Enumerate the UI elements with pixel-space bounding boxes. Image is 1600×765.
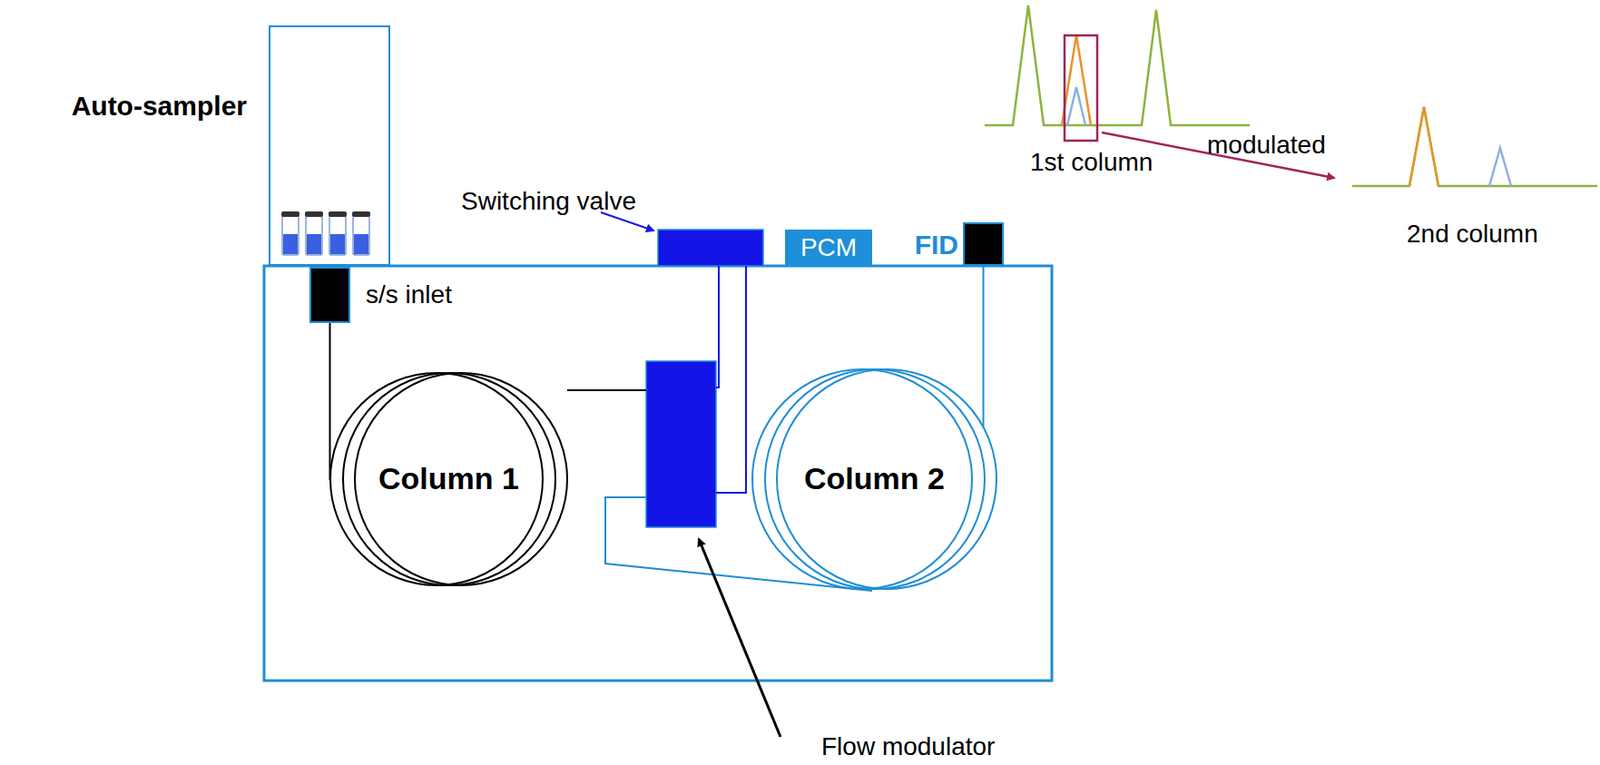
part-label: modulated: [1207, 131, 1326, 160]
chromatogram-2: [1352, 107, 1598, 187]
column-coil: Column 2: [751, 368, 998, 590]
part-label: Flow modulator: [821, 733, 995, 762]
node-label: Column 1: [329, 461, 569, 496]
valve-line: [716, 265, 747, 493]
node-label: Column 2: [751, 461, 998, 496]
valve-line: [716, 265, 724, 393]
node-label: FID: [914, 229, 959, 260]
tubing-line: [329, 323, 333, 480]
fid-detector: FID: [962, 222, 1004, 266]
tubing-line: [982, 265, 985, 428]
valve-line: [716, 265, 719, 388]
transfer-line: [605, 497, 873, 591]
gc-oven: [264, 265, 1052, 681]
part-label: Switching valve: [461, 187, 637, 216]
switching-valve: [657, 229, 764, 266]
node-label: PCM: [800, 234, 857, 263]
inlet-block: s/s inlet: [309, 266, 351, 324]
autosampler-box: Auto-sampler: [268, 25, 391, 266]
sample-vials: [281, 211, 371, 256]
leader-arrow: [698, 539, 781, 737]
part-label: 1st column: [1030, 148, 1153, 177]
node-label: s/s inlet: [365, 281, 452, 310]
node-label: Auto-sampler: [71, 90, 247, 121]
flow-modulator: [646, 361, 717, 528]
part-label: 2nd column: [1406, 220, 1539, 249]
pcm-box: PCM: [785, 229, 873, 266]
chromatogram-1: [984, 5, 1335, 178]
column-coil: Column 1: [329, 372, 569, 587]
transfer-line: [567, 389, 647, 392]
